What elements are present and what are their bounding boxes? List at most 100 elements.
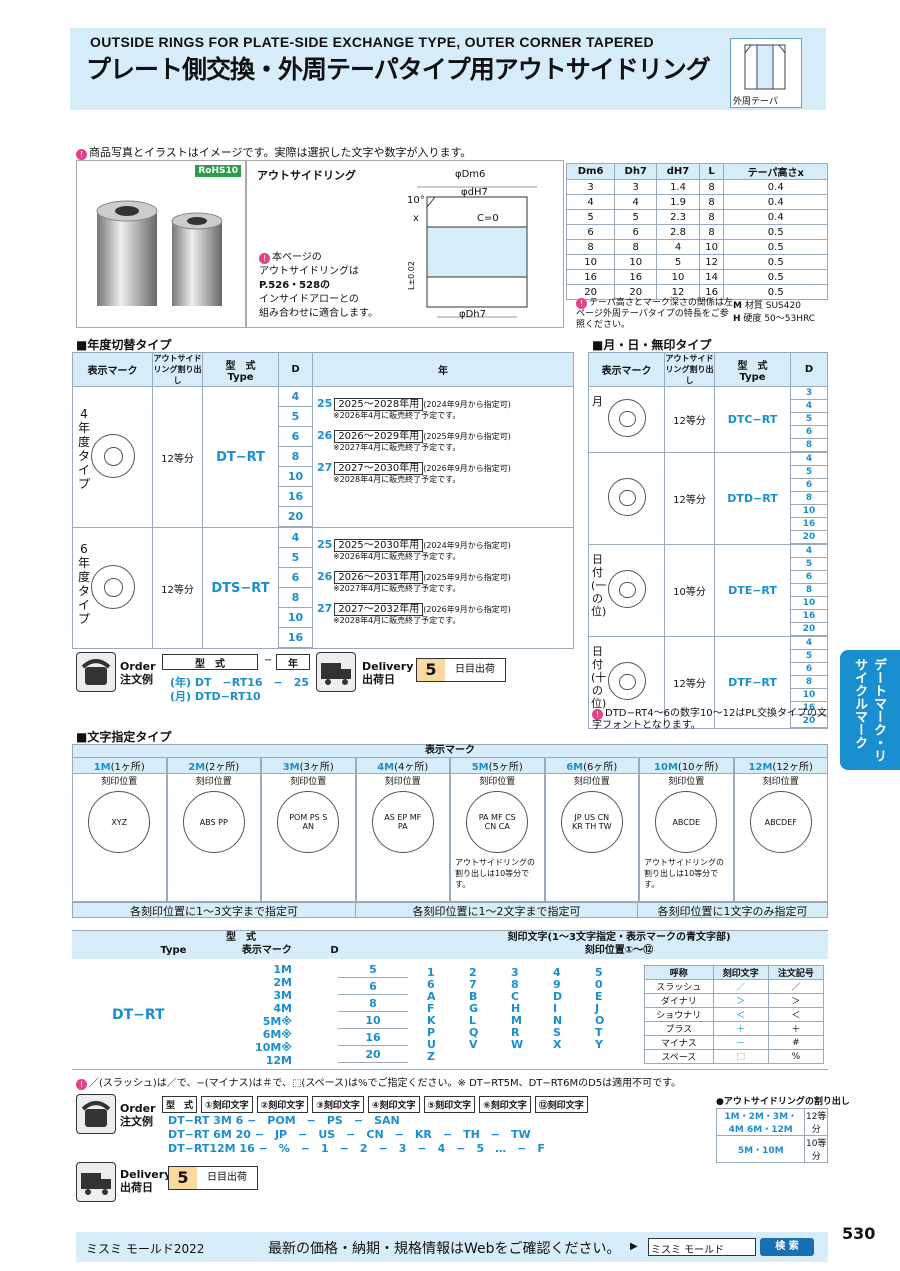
d-value: 6: [338, 978, 408, 995]
play-icon: ▶: [630, 1241, 638, 1252]
order-header: 型 式: [162, 1096, 198, 1113]
spec-type: DT−RT: [112, 1007, 165, 1023]
d-value: 16: [791, 702, 827, 715]
order-year-header: 年: [276, 654, 310, 670]
mark-ring-icon: [607, 570, 646, 608]
order-header: ④刻印文字: [367, 1096, 420, 1113]
table-cell: 16: [614, 269, 658, 285]
table-cell: 8: [565, 239, 616, 255]
table-cell: 14: [698, 269, 725, 285]
table-row: スペース⬚%: [644, 1049, 825, 1064]
mark-code: 1M: [273, 963, 292, 976]
product-photo: RoHS10: [76, 160, 246, 328]
col-header: D: [278, 352, 313, 387]
l-label: L±0.02: [406, 261, 416, 290]
angle-label: 10°: [407, 195, 425, 206]
pos-label: 刻印位置: [290, 777, 327, 787]
table-cell: 4: [656, 239, 700, 255]
d-value: 5: [791, 466, 827, 479]
type-code: DTC−RT: [714, 386, 791, 453]
mark-ring-icon: ABS PP: [182, 791, 245, 853]
char-footer: 各刻印位置に1〜3文字まで指定可 各刻印位置に1〜2文字まで指定可 各刻印位置に…: [72, 902, 828, 918]
mark-code: 5M※: [262, 1015, 292, 1028]
d-value: 8: [791, 439, 827, 452]
d-value: 4: [791, 453, 827, 466]
mark-ring-icon: [607, 478, 646, 516]
table-cell: 0.5: [723, 239, 828, 255]
d-value: 10: [338, 1012, 408, 1029]
d-value: 10: [791, 505, 827, 518]
symbol-note: !／(スラッシュ)は／で、−(マイナス)は＃で、⬚(スペース)は%でご指定くださ…: [76, 1074, 681, 1090]
year-ring-icon: [90, 433, 135, 478]
search-button[interactable]: 検 索: [760, 1238, 814, 1256]
pos-label: 刻印位置: [479, 777, 516, 787]
taper-label: 外周テーパ: [733, 97, 778, 107]
side-tab[interactable]: デートマーク・リサイクルマーク: [840, 650, 900, 770]
d-value: 8: [791, 676, 827, 689]
table-cell: 5: [656, 254, 700, 270]
d-value: 20: [791, 715, 827, 728]
d-value: 10: [279, 467, 312, 487]
mark-ring-icon: PA MF CS CN CA: [466, 791, 529, 853]
d-value: 5: [791, 413, 827, 426]
d-value: 6: [279, 568, 312, 588]
table-cell: 16: [565, 269, 616, 285]
split-note: アウトサイドリングの割り出しは10等分です。: [455, 858, 535, 889]
d-value: 6: [791, 663, 827, 676]
col-header: Dm6: [565, 163, 616, 180]
x-label: x: [413, 213, 419, 224]
d-value: 5: [791, 650, 827, 663]
d-value: 16: [279, 628, 312, 648]
pos-label: 刻印位置: [384, 777, 421, 787]
phone-icon: [76, 652, 116, 692]
rings-photo-icon: [96, 200, 223, 306]
taper-note: !テーパ高さとマーク深さの関係は左ページ外周テーパタイプの特長をご参照ください。: [576, 298, 733, 330]
col-header: アウトサイドリング割り出し: [152, 352, 203, 387]
char-section-title: ■文字指定タイプ: [76, 730, 172, 744]
col-header: アウトサイドリング割り出し: [664, 352, 715, 387]
note-icon: !: [259, 253, 270, 264]
d-value: 6: [279, 427, 312, 447]
col-header: 表示マーク: [588, 352, 665, 387]
mark-code: 10M※: [255, 1041, 292, 1054]
row-label: 日付(十の位): [591, 645, 607, 710]
order-header: ⑫刻印文字: [534, 1096, 588, 1113]
d-value: 4: [279, 528, 312, 548]
mark-code: 6M※: [262, 1028, 292, 1041]
table-cell: 10: [656, 269, 700, 285]
image-note: !商品写真とイラストはイメージです。実際は選択した文字や数字が入ります。: [76, 144, 471, 160]
table-cell: 3: [565, 179, 616, 195]
split-value: 12等分: [152, 527, 203, 649]
table-cell: 4: [565, 194, 616, 210]
drawing-box: アウトサイドリング φDm6 φdH7 10° C=0 x L±0.02 φDh…: [246, 160, 564, 328]
table-cell: 0.5: [723, 269, 828, 285]
table-cell: 10: [614, 254, 658, 270]
rohs-badge: RoHS10: [195, 165, 241, 177]
split-header: ●アウトサイドリングの割り出し: [716, 1097, 850, 1107]
dh7b-label: φDh7: [459, 309, 486, 320]
mark-code: 2M: [273, 976, 292, 989]
truck-icon: [316, 652, 356, 692]
search-input[interactable]: ミスミ モールド: [648, 1238, 756, 1256]
mdn-section-title: ■月・日・無印タイプ: [592, 338, 712, 352]
